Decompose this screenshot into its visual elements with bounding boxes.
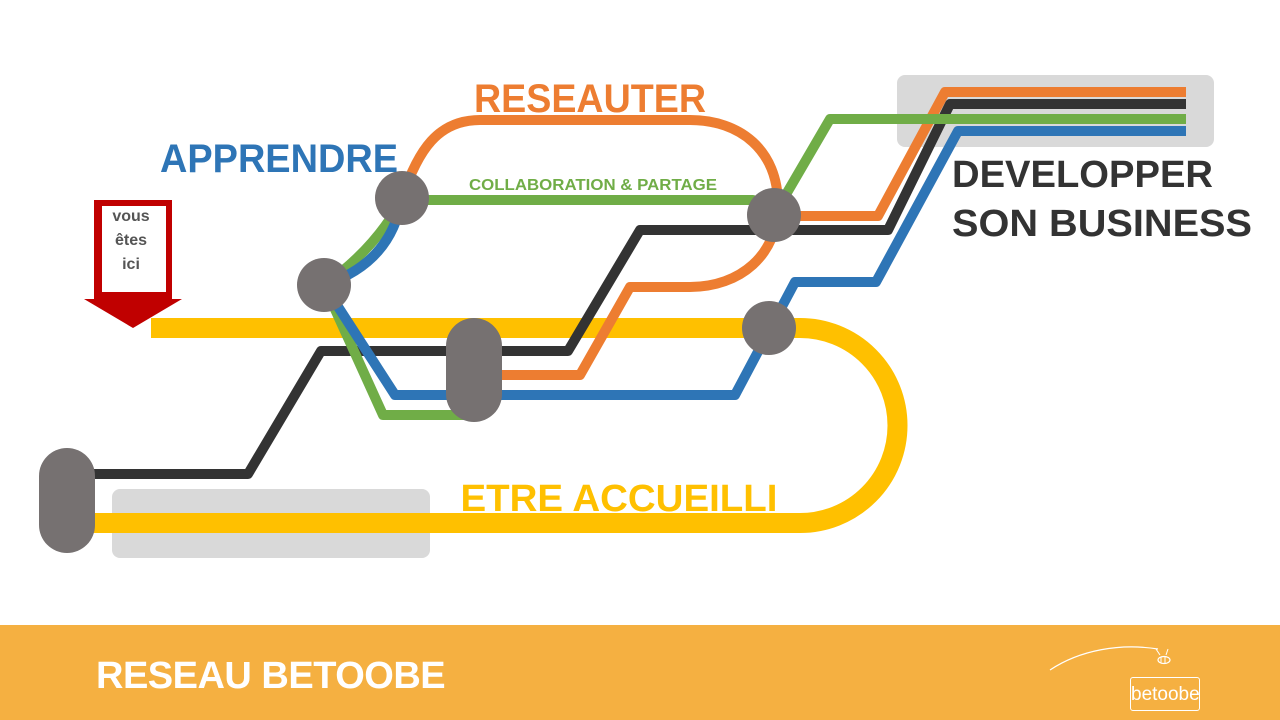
betoobe-logo: betoobe xyxy=(1040,635,1230,720)
line-orange xyxy=(397,115,783,380)
station-terminus xyxy=(39,448,95,553)
station-yellow-east xyxy=(742,301,796,355)
label-reseauter: RESEAUTER xyxy=(474,77,706,121)
you-are-here-line3: ici xyxy=(122,256,140,273)
you-are-here-box xyxy=(102,206,166,292)
you-are-here-line2: êtes xyxy=(114,232,148,249)
label-son-business: SON BUSINESS xyxy=(952,203,1252,245)
station-junction xyxy=(297,258,351,312)
line-dark xyxy=(68,99,1186,479)
logo-swoosh-icon xyxy=(1049,646,1171,671)
footer-title: RESEAU BETOOBE xyxy=(96,655,446,697)
station-reseauter xyxy=(747,188,801,242)
label-etre-accueilli: ETRE ACCUEILLI xyxy=(461,478,778,520)
line-yellow xyxy=(70,318,908,533)
line-orange-branch xyxy=(774,87,1186,221)
metro-map: RESEAUTER APPRENDRE COLLABORATION & PART… xyxy=(39,75,1252,558)
label-developper: DEVELOPPER xyxy=(952,154,1213,196)
station-central xyxy=(446,318,502,422)
station-apprendre xyxy=(375,171,429,225)
label-collaboration: COLLABORATION & PARTAGE xyxy=(469,177,717,194)
you-are-here-label: vous êtes ici xyxy=(95,205,167,277)
footer-banner: RESEAU BETOOBE betoobe xyxy=(0,625,1280,720)
label-apprendre: APPRENDRE xyxy=(160,137,398,181)
you-are-here-line1: vous xyxy=(112,208,150,225)
logo-text: betoobe xyxy=(1131,684,1200,705)
logo-box: betoobe xyxy=(1130,677,1200,711)
